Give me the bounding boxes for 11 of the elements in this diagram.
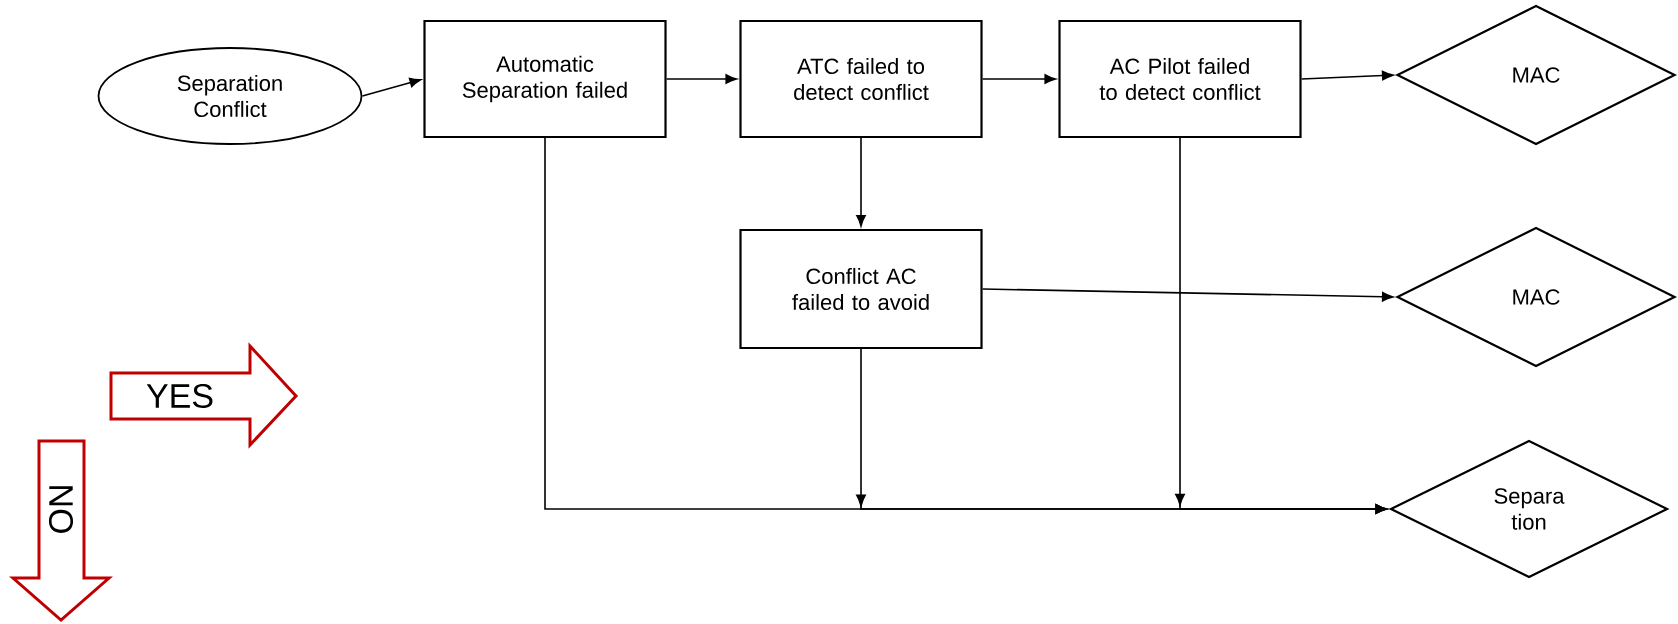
process-box: Automatic Separation failed [423, 19, 667, 139]
process-box: AC Pilot failed to detect conflict [1058, 19, 1302, 139]
arrow [981, 74, 1057, 84]
arrow [361, 77, 422, 97]
arrow [665, 74, 738, 84]
arrow [981, 288, 1394, 302]
arrow [1300, 70, 1394, 81]
arrow [856, 137, 866, 227]
arrow [1175, 137, 1388, 514]
process-box: ATC failed to detect conflict [739, 19, 983, 139]
process-box: Conflict AC failed to avoid [739, 228, 983, 350]
